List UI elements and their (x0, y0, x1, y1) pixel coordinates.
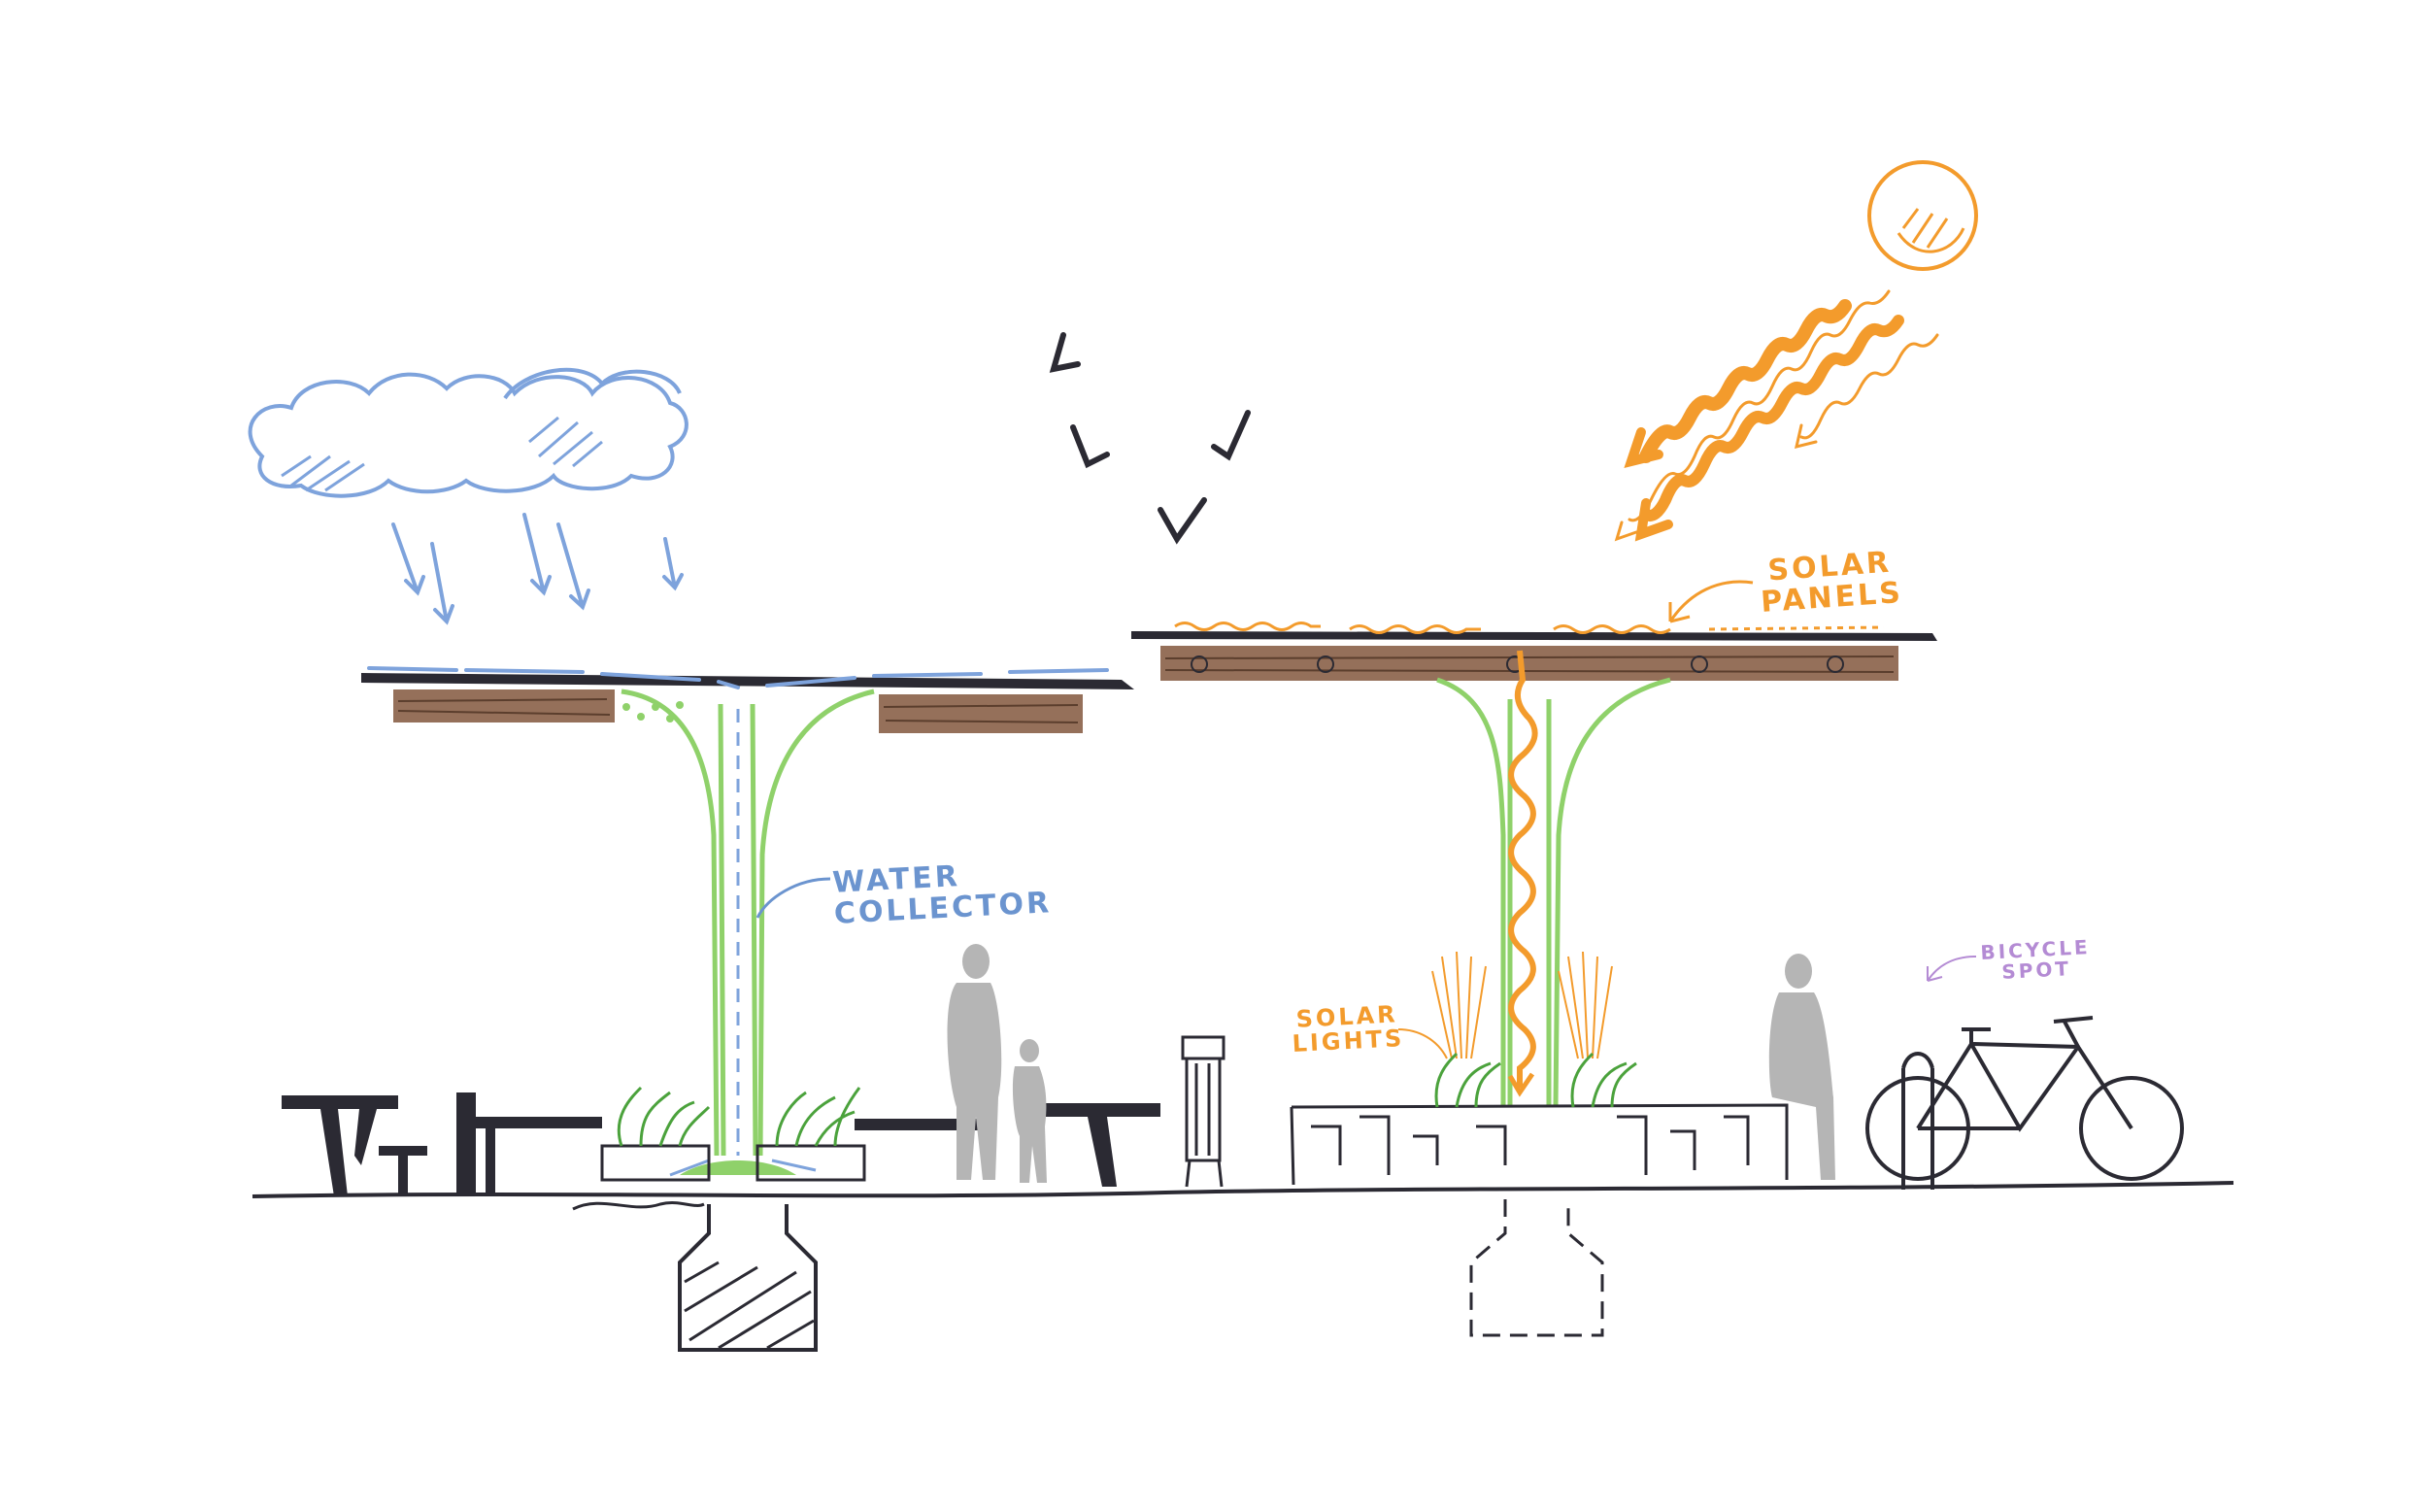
underground-tank (572, 1201, 818, 1352)
water-collector-pipe (669, 709, 817, 1177)
solar-panels-label: SOLAR PANELS (1758, 546, 1904, 620)
roof-water-flow (367, 666, 1109, 689)
sun-rays (1614, 289, 1939, 542)
left-planters (600, 1086, 866, 1182)
bicycle-spot-label: BICYCLE SPOT (1980, 935, 2092, 984)
trash-bin (1181, 1035, 1225, 1188)
solar-lights-pointer (1397, 1028, 1448, 1059)
ground-line (252, 1181, 2234, 1198)
bicycle-pointer (1927, 956, 1977, 982)
sun (1867, 160, 1978, 271)
solar-energy-flow (1174, 622, 1885, 634)
water-collector-label: WATER COLLECTOR (831, 857, 1053, 930)
right-planter-bench (1290, 1103, 1789, 1186)
right-canopy (1131, 631, 1937, 681)
cloud-shading (281, 416, 603, 492)
right-column (1436, 677, 1671, 1108)
adult-and-child-figures (947, 944, 1835, 1183)
rain-cloud (248, 367, 688, 498)
solar-lights-label-line2: LIGHTS (1291, 1025, 1405, 1058)
solar-conductor (1508, 650, 1538, 1088)
solar-panels-pointer (1668, 580, 1754, 623)
solar-lights-label: SOLAR LIGHTS (1291, 1000, 1405, 1058)
birds (1049, 332, 1251, 545)
left-canopy (361, 673, 1134, 733)
bicycle (1865, 1016, 2184, 1190)
picnic-tables-left (282, 1092, 1160, 1196)
right-foundation (1469, 1199, 1604, 1337)
water-collector-pointer (755, 877, 831, 919)
right-plants (1434, 1052, 1637, 1108)
rain-arrows (391, 513, 684, 625)
solar-lights (1431, 951, 1613, 1059)
